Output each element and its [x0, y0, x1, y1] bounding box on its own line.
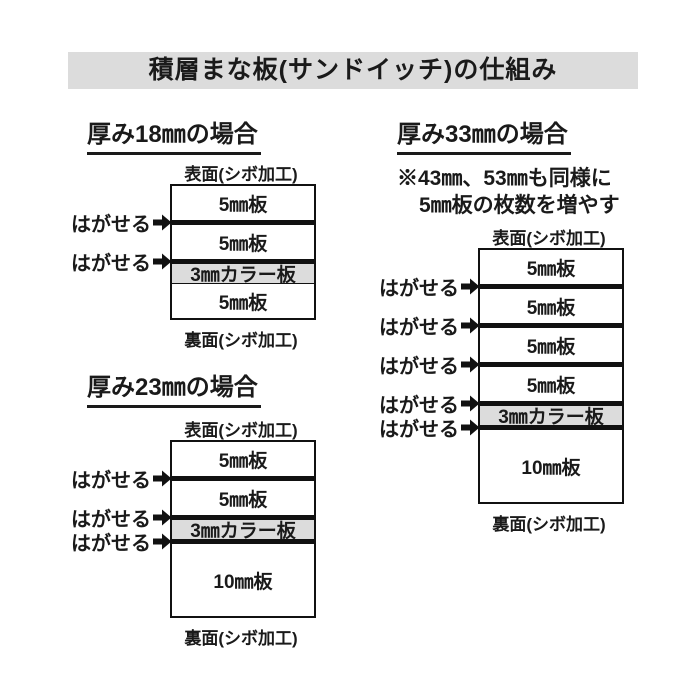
- peel-label: はがせる: [379, 317, 459, 339]
- peel-label: はがせる: [379, 278, 459, 300]
- layer-label: 3㎜カラー板: [190, 521, 296, 542]
- peel-separator-line: [172, 259, 314, 264]
- peel-separator-line: [480, 362, 622, 367]
- layer-label: 5㎜板: [218, 450, 268, 472]
- peel-separator-line: [480, 284, 622, 289]
- board-stack: 5㎜板 5㎜板 5㎜板 5㎜板 3㎜カラー板 10㎜板: [478, 248, 624, 504]
- board-layer-5mm: 5㎜板: [172, 442, 314, 476]
- arrow-right-icon: [461, 356, 480, 373]
- board-layer-5mm: 5㎜板: [172, 186, 314, 220]
- section-heading: 厚み33㎜の場合: [397, 121, 571, 155]
- board-layer-5mm: 5㎜板: [480, 250, 622, 284]
- surface-label: 表面(シボ加工): [184, 421, 298, 440]
- back-label: 裏面(シボ加工): [184, 629, 298, 648]
- arrow-right-icon: [153, 214, 172, 231]
- board-layer-10mm: 10㎜板: [172, 544, 314, 616]
- layer-label: 5㎜板: [218, 292, 268, 314]
- peel-separator-line: [172, 220, 314, 225]
- layer-label: 5㎜板: [526, 297, 576, 319]
- title-banner: 積層まな板(サンドイッチ)の仕組み: [68, 52, 638, 89]
- surface-label: 表面(シボ加工): [184, 165, 298, 184]
- layer-label: 3㎜カラー板: [190, 265, 296, 286]
- arrow-right-icon: [153, 470, 172, 487]
- peel-label: はがせる: [71, 533, 151, 555]
- arrow-right-icon: [461, 419, 480, 436]
- peel-separator-line: [172, 515, 314, 520]
- board-layer-5mm: 5㎜板: [480, 367, 622, 401]
- arrow-right-icon: [461, 317, 480, 334]
- peel-label: はがせる: [71, 253, 151, 275]
- board-layer-3mm: 3㎜カラー板: [172, 520, 314, 542]
- peel-separator-line: [172, 476, 314, 481]
- section-heading: 厚み18㎜の場合: [87, 121, 261, 155]
- thin-separator-line: [172, 283, 314, 284]
- board-layer-5mm: 5㎜板: [480, 328, 622, 362]
- layer-label: 5㎜板: [526, 375, 576, 397]
- board-layer-10mm: 10㎜板: [480, 430, 622, 502]
- peel-label: はがせる: [379, 395, 459, 417]
- peel-label: はがせる: [379, 419, 459, 441]
- layer-label: 10㎜板: [213, 571, 273, 593]
- layer-label: 3㎜カラー板: [498, 407, 604, 428]
- arrow-right-icon: [153, 509, 172, 526]
- layer-label: 5㎜板: [526, 336, 576, 358]
- arrow-right-icon: [461, 278, 480, 295]
- board-layer-5mm: 5㎜板: [172, 225, 314, 259]
- surface-label: 表面(シボ加工): [492, 229, 606, 248]
- note-line: ※43㎜、53㎜も同様に: [397, 167, 612, 190]
- peel-callout: はがせる: [71, 249, 172, 275]
- board-layer-5mm: 5㎜板: [172, 284, 314, 318]
- peel-separator-line: [480, 323, 622, 328]
- arrow-right-icon: [461, 395, 480, 412]
- peel-callout: はがせる: [71, 466, 172, 492]
- page-title: 積層まな板(サンドイッチ)の仕組み: [148, 56, 558, 84]
- peel-label: はがせる: [71, 509, 151, 531]
- peel-callout: はがせる: [379, 352, 480, 378]
- peel-callout: はがせる: [71, 529, 172, 555]
- peel-label: はがせる: [379, 356, 459, 378]
- peel-separator-line: [480, 401, 622, 406]
- section-heading: 厚み23㎜の場合: [87, 374, 261, 408]
- peel-callout: はがせる: [379, 391, 480, 417]
- board-stack: 5㎜板 5㎜板 3㎜カラー板 5㎜板: [170, 184, 316, 320]
- peel-callout: はがせる: [71, 210, 172, 236]
- peel-label: はがせる: [71, 470, 151, 492]
- board-layer-3mm: 3㎜カラー板: [480, 406, 622, 428]
- peel-callout: はがせる: [379, 415, 480, 441]
- back-label: 裏面(シボ加工): [492, 515, 606, 534]
- peel-callout: はがせる: [379, 313, 480, 339]
- board-layer-3mm: 3㎜カラー板: [172, 264, 314, 286]
- back-label: 裏面(シボ加工): [184, 331, 298, 350]
- board-layer-5mm: 5㎜板: [172, 481, 314, 515]
- peel-callout: はがせる: [71, 505, 172, 531]
- layer-label: 10㎜板: [521, 457, 581, 479]
- peel-separator-line: [480, 425, 622, 430]
- layer-label: 5㎜板: [218, 233, 268, 255]
- peel-separator-line: [172, 539, 314, 544]
- arrow-right-icon: [153, 533, 172, 550]
- board-layer-5mm: 5㎜板: [480, 289, 622, 323]
- board-stack: 5㎜板 5㎜板 3㎜カラー板 10㎜板: [170, 440, 316, 618]
- layer-label: 5㎜板: [218, 194, 268, 216]
- arrow-right-icon: [153, 253, 172, 270]
- peel-callout: はがせる: [379, 274, 480, 300]
- note-line: 5㎜板の枚数を増やす: [419, 194, 620, 217]
- layer-label: 5㎜板: [218, 489, 268, 511]
- layer-label: 5㎜板: [526, 258, 576, 280]
- peel-label: はがせる: [71, 214, 151, 236]
